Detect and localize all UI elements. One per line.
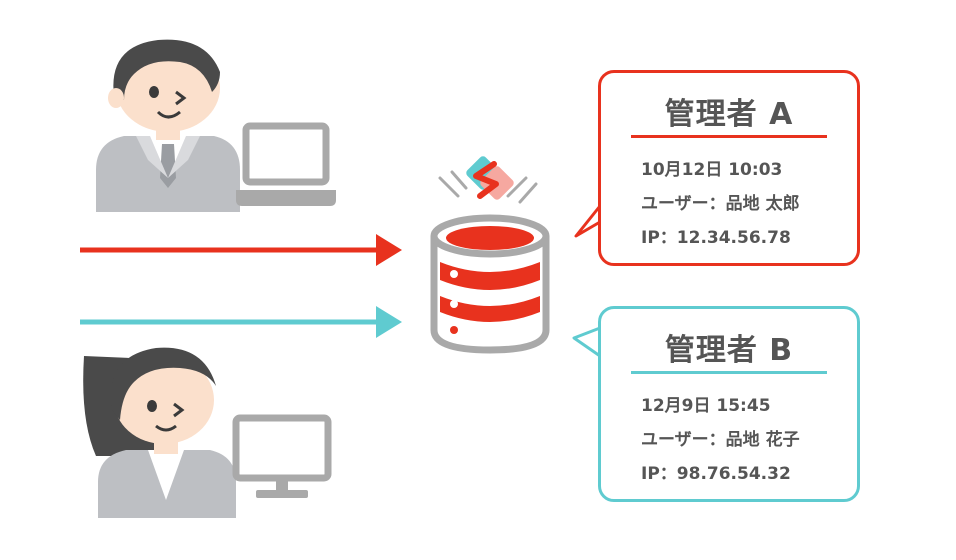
laptop-icon — [236, 122, 336, 206]
bubble-tail-b — [572, 326, 601, 358]
admin-a-divider — [631, 135, 827, 138]
admin-b-avatar — [83, 347, 236, 518]
admin-b-divider — [631, 371, 827, 374]
admin-b-ip: IP：98.76.54.32 — [641, 464, 791, 484]
admin-a-ip: IP：12.34.56.78 — [641, 228, 791, 248]
admin-b-title: 管理者 B — [664, 333, 794, 368]
admin-a-card: 管理者 A 10月12日 10:03 ユーザー：品地 太郎 IP：12.34.5… — [598, 70, 860, 266]
monitor-icon — [232, 414, 332, 498]
bubble-tail-a — [574, 205, 602, 238]
admin-b-user: ユーザー：品地 花子 — [641, 430, 800, 450]
admin-b-datetime: 12月9日 15:45 — [641, 396, 771, 416]
admin-a-title: 管理者 A — [664, 97, 794, 132]
arrow-red — [80, 234, 402, 266]
admin-a-user: ユーザー：品地 太郎 — [641, 194, 800, 214]
database-icon — [430, 214, 550, 354]
logo-icon — [438, 156, 538, 204]
admin-b-card: 管理者 B 12月9日 15:45 ユーザー：品地 花子 IP：98.76.54… — [598, 306, 860, 502]
admin-a-datetime: 10月12日 10:03 — [641, 160, 783, 180]
arrow-teal — [80, 306, 402, 338]
admin-a-avatar — [96, 39, 240, 212]
